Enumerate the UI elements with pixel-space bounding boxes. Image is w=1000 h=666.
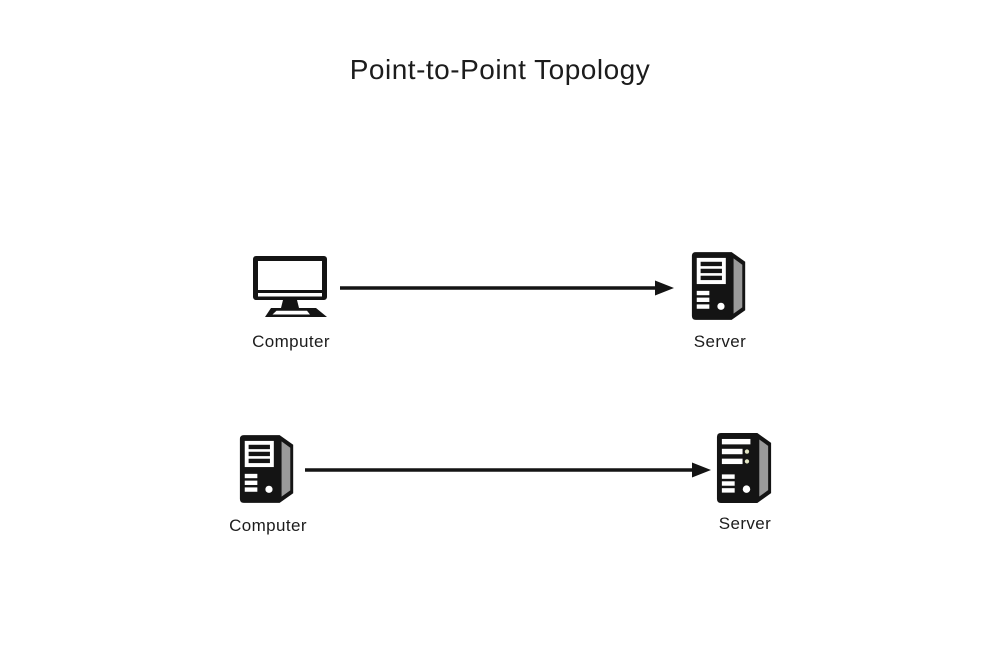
server-tower-icon [239, 435, 294, 503]
arrow-computer2-to-server2 [305, 462, 711, 478]
server-tower-led-icon [716, 433, 771, 503]
desktop-monitor-icon [253, 256, 327, 317]
node-label: Computer [252, 332, 330, 351]
node-server-1: Server [659, 249, 781, 352]
node-label: Computer [229, 516, 307, 535]
arrow-computer1-to-server1 [340, 280, 674, 296]
node-computer-1: Computer [230, 253, 352, 352]
diagram-title: Point-to-Point Topology [349, 54, 651, 85]
server-tower-icon [691, 252, 746, 320]
node-label: Server [718, 514, 772, 533]
node-computer-2: Computer [207, 432, 329, 536]
node-label: Server [693, 332, 747, 351]
node-server-2: Server [684, 430, 806, 534]
